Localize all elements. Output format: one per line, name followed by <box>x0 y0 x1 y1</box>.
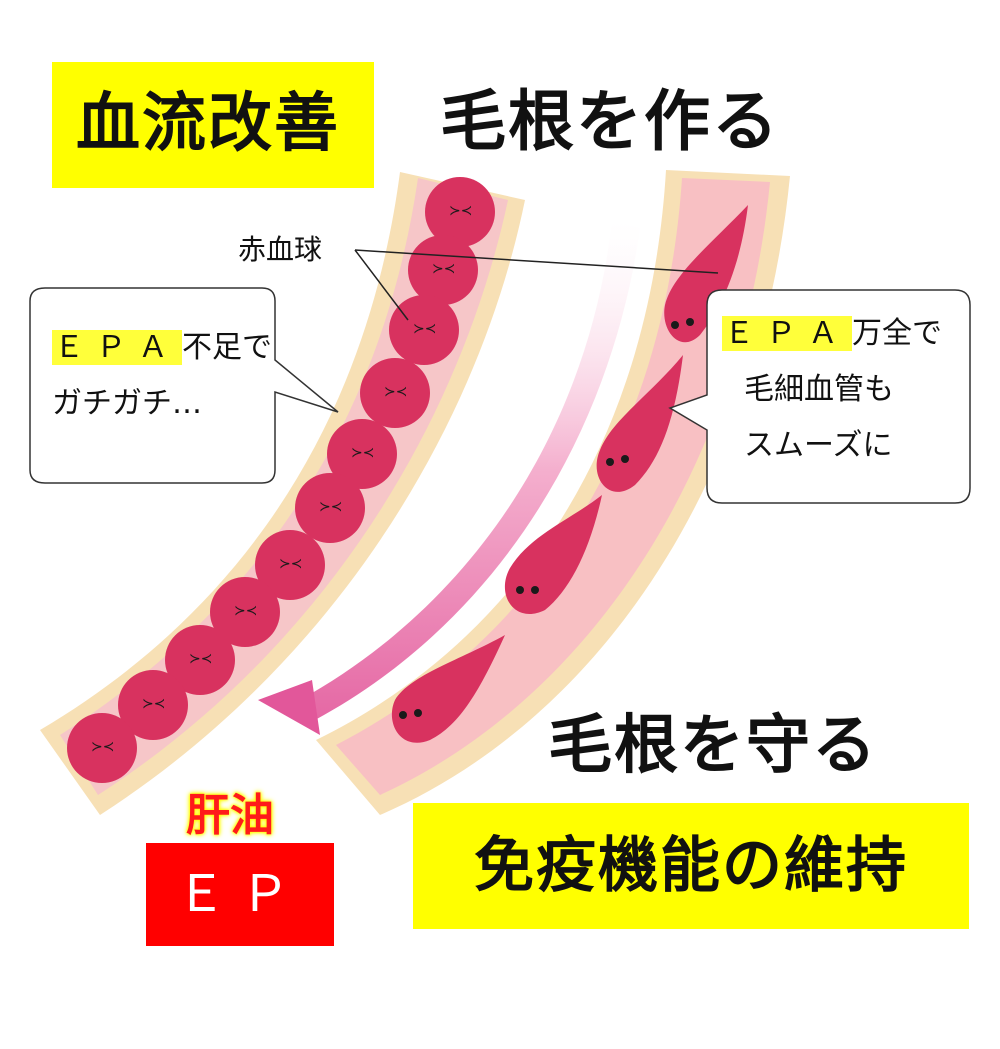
title-bottom: 毛根を守る <box>548 709 878 783</box>
svg-text:≻≺: ≻≺ <box>189 651 212 667</box>
rbc-cell <box>67 713 137 783</box>
epa-highlight: ＥＰＡ <box>722 316 852 351</box>
bubble-left-line1: 不足で <box>182 330 272 365</box>
title-left: 血流改善 <box>76 87 340 161</box>
bubble-right-line3: スムーズに <box>744 428 893 463</box>
svg-text:≻≺: ≻≺ <box>91 739 114 755</box>
immune-label: 免疫機能の維持 <box>474 831 908 901</box>
flow-arrow <box>300 220 640 720</box>
title-left-box <box>52 62 374 188</box>
epa-badge <box>146 843 334 946</box>
right-vessel-lumen <box>336 178 770 795</box>
rbc-cell <box>327 419 397 489</box>
rbc-label: 赤血球 <box>238 233 323 266</box>
rbc-cell <box>118 670 188 740</box>
bubble-right-line2: 毛細血管も <box>744 372 894 407</box>
rbc-cell <box>504 495 602 615</box>
svg-text:≻≺: ≻≺ <box>351 445 374 461</box>
rbc-cell <box>210 577 280 647</box>
svg-text:≻≺: ≻≺ <box>413 321 436 337</box>
rbc-cell <box>389 295 459 365</box>
bubble-left-text: ＥＰＡ不足で ガチガチ… <box>52 320 272 432</box>
svg-text:≻≺: ≻≺ <box>449 203 472 219</box>
rbc-cell <box>255 530 325 600</box>
epa-highlight: ＥＰＡ <box>52 330 182 365</box>
rbc-cell <box>408 235 478 305</box>
rbc-cell <box>295 473 365 543</box>
rbc-cell <box>165 625 235 695</box>
rbc-cell <box>360 358 430 428</box>
svg-text:≻≺: ≻≺ <box>142 696 165 712</box>
blood-vessel-illustration: ≻≺ ≻≺ ≻≺ ≻≺ ≻≺ ≻≺ ≻≺ ≻≺ ≻≺ ≻≺ ≻≺ <box>29 170 971 815</box>
bubble-left-line2: ガチガチ… <box>52 386 202 421</box>
flow-arrowhead <box>258 680 320 735</box>
title-top: 毛根を作る <box>440 83 780 160</box>
svg-text:≻≺: ≻≺ <box>319 499 342 515</box>
rbc-cell <box>664 205 748 343</box>
svg-text:≻≺: ≻≺ <box>432 261 455 277</box>
svg-text:≻≺: ≻≺ <box>234 603 257 619</box>
bubble-right-text: ＥＰＡ万全で 毛細血管も スムーズに <box>722 306 942 474</box>
epa-badge-text: ＥＰＡ <box>176 865 304 1026</box>
rbc-group-left <box>67 177 495 783</box>
rbc-pointer-lines <box>354 249 719 321</box>
bubble-right-line1: 万全で <box>852 316 942 351</box>
immune-box <box>413 803 969 929</box>
rbc-cell <box>596 355 683 492</box>
rbc-cell <box>425 177 495 247</box>
svg-text:≻≺: ≻≺ <box>384 384 407 400</box>
liver-oil-label: 肝油 <box>186 790 274 841</box>
svg-text:≻≺: ≻≺ <box>279 556 302 572</box>
